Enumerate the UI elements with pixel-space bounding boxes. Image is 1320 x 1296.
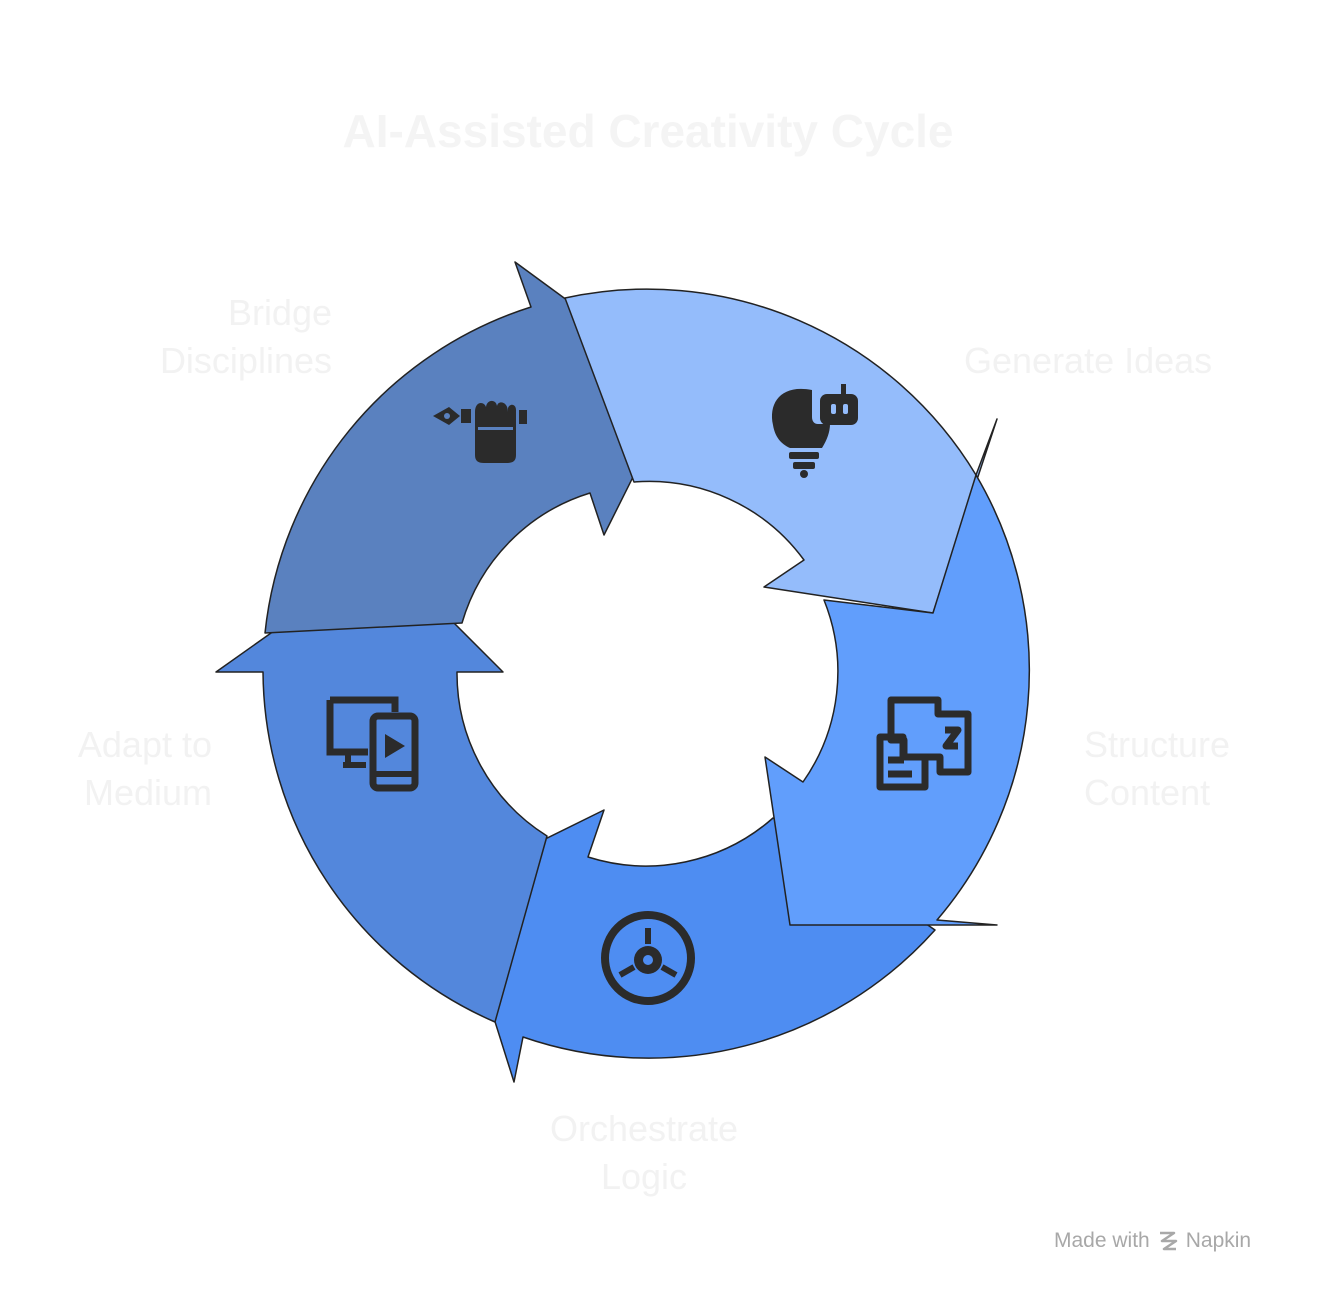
step-label-generate-ideas: Generate Ideas xyxy=(964,340,1213,381)
cycle-arrow-generate xyxy=(564,288,998,614)
step-label-adapt-to-medium: Adapt to Medium xyxy=(77,724,212,813)
lightbulb-robot-icon xyxy=(772,384,858,478)
hand-pen-icon xyxy=(433,400,527,463)
step-label-bridge-disciplines: Bridge Disciplines xyxy=(159,292,332,381)
made-with-napkin-footer[interactable]: Made with Napkin xyxy=(1054,1226,1251,1256)
napkin-logo-icon xyxy=(1159,1231,1177,1251)
footer-prefix: Made with xyxy=(1054,1229,1150,1252)
multi-device-video-icon xyxy=(326,696,419,792)
diagram-title: AI-Assisted Creativity Cycle xyxy=(342,105,954,157)
step-label-structure-content: Structure Content xyxy=(1084,724,1231,813)
footer-brand: Napkin xyxy=(1185,1229,1252,1252)
cycle-arrow-bridge xyxy=(264,261,681,634)
puzzle-document-icon xyxy=(876,696,972,791)
step-label-orchestrate-logic: Orchestrate Logic xyxy=(549,1108,739,1197)
gear-circle-icon xyxy=(601,911,695,1005)
